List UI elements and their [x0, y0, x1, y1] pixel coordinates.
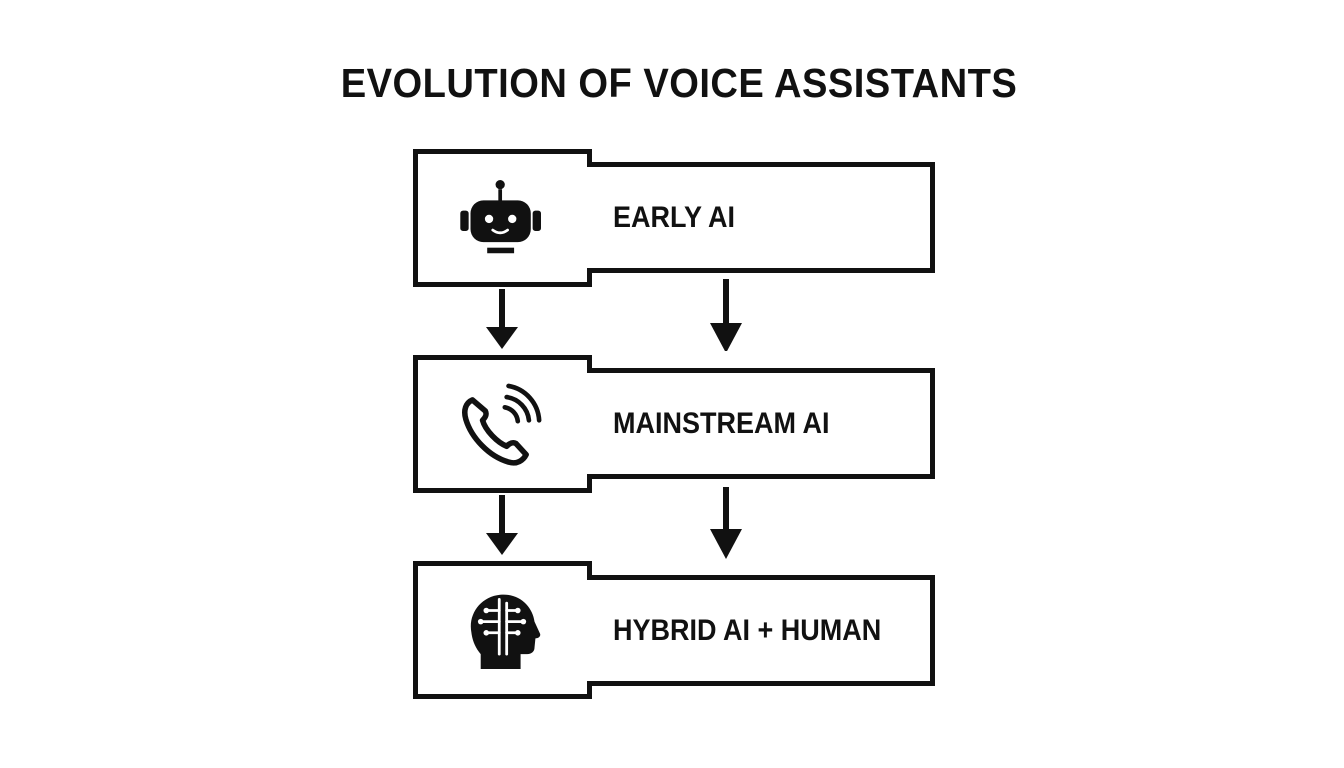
stage-3-icon-box — [413, 561, 592, 699]
stage-3-label-box: HYBRID AI + HUMAN — [587, 575, 935, 686]
brain-head-icon — [470, 594, 541, 669]
arrow-down-icon — [710, 487, 742, 559]
stage-1-icon-box — [413, 149, 592, 287]
stage-2-icon-box — [413, 355, 592, 493]
phone-signal-icon — [462, 383, 542, 466]
diagram-title: EVOLUTION OF VOICE ASSISTANTS — [340, 60, 1018, 106]
robot-icon — [460, 179, 541, 254]
arrow-down-icon — [486, 495, 518, 555]
stage-2-label: MAINSTREAM AI — [613, 406, 830, 440]
arrow-down-icon — [710, 279, 742, 351]
stage-2-label-box: MAINSTREAM AI — [587, 368, 935, 479]
stage-1-label-box: EARLY AI — [587, 162, 935, 273]
stage-3-label: HYBRID AI + HUMAN — [613, 613, 882, 647]
stage-1-label: EARLY AI — [613, 200, 736, 234]
arrow-down-icon — [486, 289, 518, 349]
